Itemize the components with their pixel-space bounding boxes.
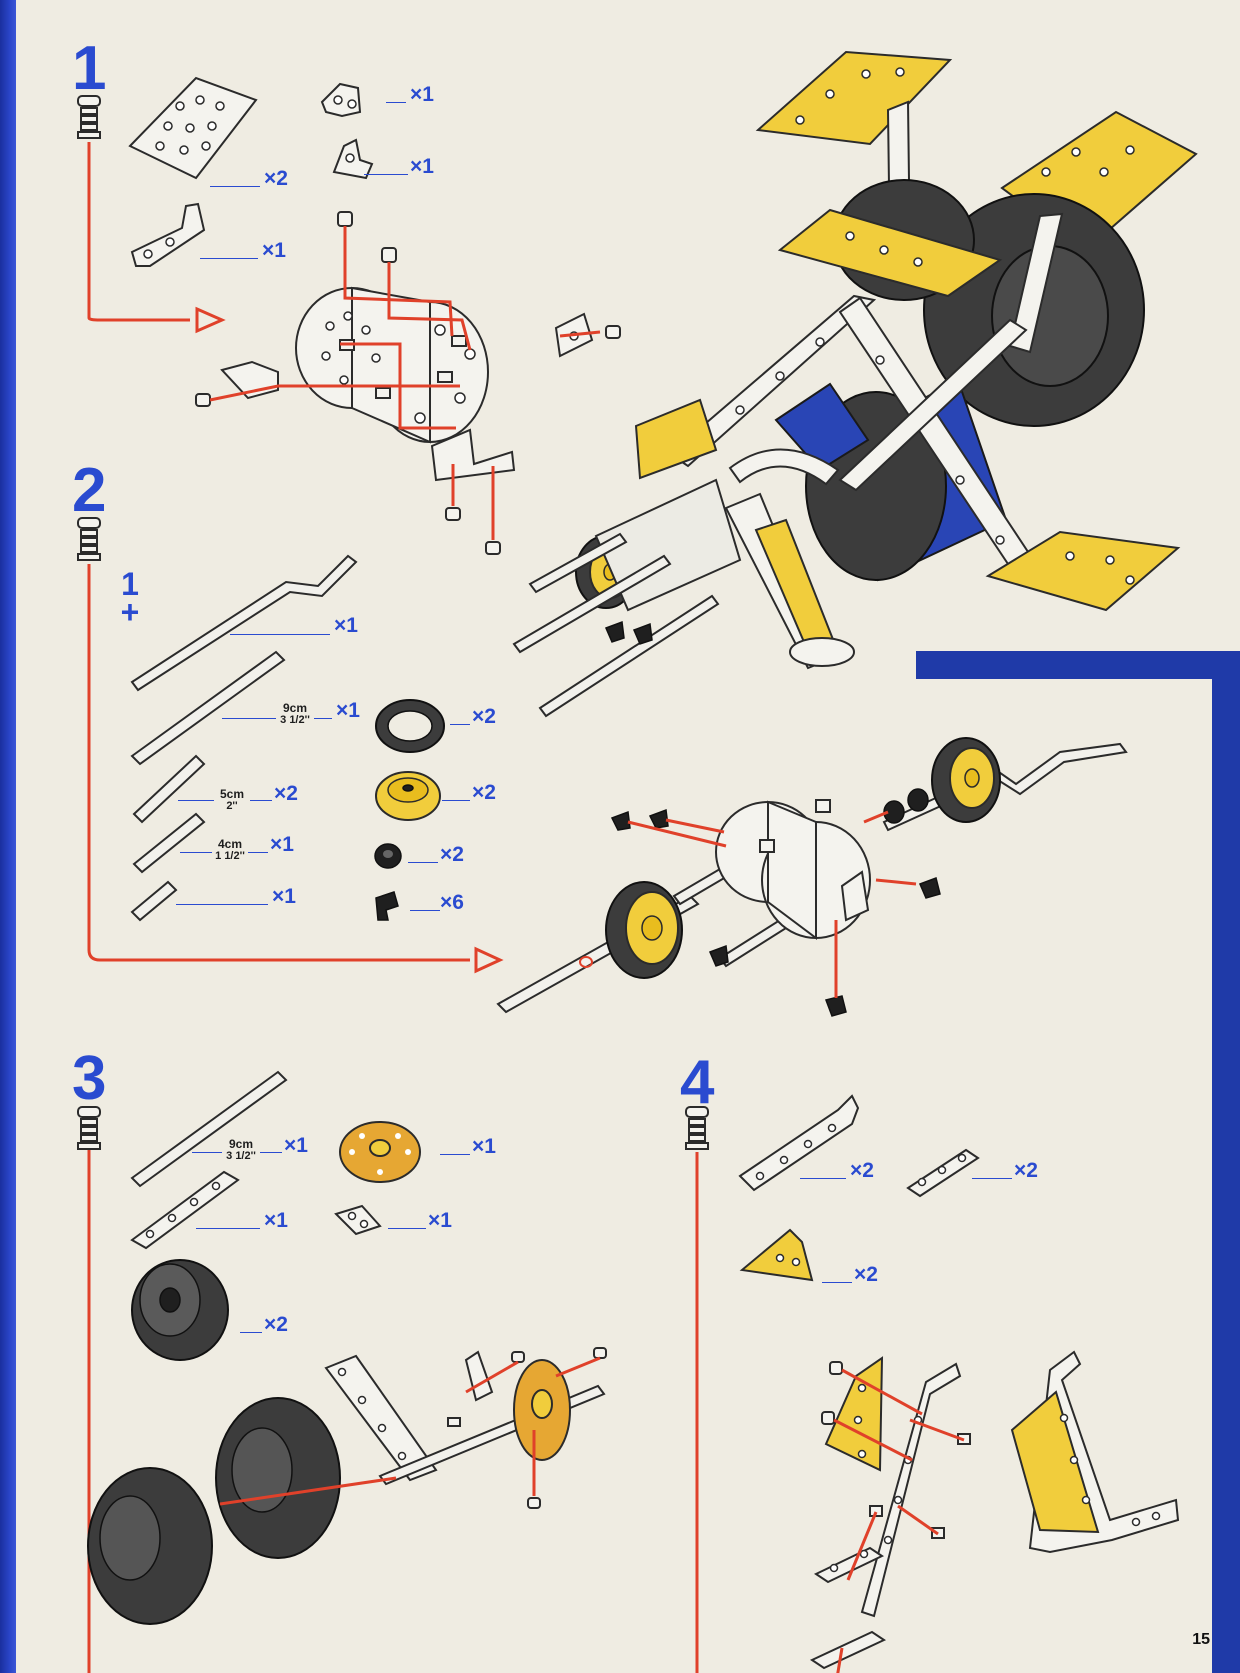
leader-line [260,1152,282,1153]
part-quantity: ×1 [428,1209,452,1232]
blue-band-vertical [1212,651,1240,1673]
wheel-tyre-icon [131,1259,229,1361]
part-quantity: ×1 [410,155,434,178]
angle-bracket-icon [320,82,362,118]
part-quantity: ×2 [264,1313,288,1336]
part-quantity: ×2 [850,1159,874,1182]
step-number: 2 [72,456,107,525]
step3-bolt-icon [77,1106,101,1150]
strip-icon [130,1170,240,1250]
rod-length-inch: 2'' [226,800,238,812]
leader-line [192,1152,222,1153]
step1-bolt-icon [77,95,101,139]
crank-handle-icon [130,554,358,692]
step3-assembly [87,1347,607,1625]
leader-line [176,904,268,905]
small-strip-icon [906,1148,980,1198]
leader-line [314,718,332,719]
leader-line [388,1228,426,1229]
part-quantity: ×2 [440,843,464,866]
leader-line [248,852,268,853]
leader-line [386,102,406,103]
leader-line [822,1282,852,1283]
tyre-ring-icon [375,699,445,753]
step-number: 4 [680,1048,715,1117]
rod-length-cm: 5cm [219,787,245,801]
step4-bolt-icon [685,1106,709,1150]
leader-line [240,1332,262,1333]
leader-line [800,1178,846,1179]
rod-length-inch: 3 1/2'' [226,1150,256,1162]
triangular-plate-icon [739,1228,814,1282]
leader-line [178,800,214,801]
step4-assembly [809,1350,1180,1670]
part-quantity: ×1 [410,83,434,106]
collar-icon [374,843,402,869]
double-hole-strip-icon [334,1204,382,1236]
pulley-wheel-icon [375,771,441,821]
rod-length-cm: 9cm [228,1137,254,1151]
part-quantity: ×1 [334,614,358,637]
part-quantity: ×1 [264,1209,288,1232]
leader-line [196,1228,260,1229]
part-quantity: ×1 [272,885,296,908]
leader-line [440,1154,470,1155]
reversed-angle-bracket-icon [130,202,206,267]
part-quantity: ×2 [472,781,496,804]
part-quantity: ×6 [440,891,464,914]
rod-length-inch: 3 1/2'' [280,714,310,726]
rod-length-inch: 1 1/2'' [215,850,245,862]
leader-line [230,634,330,635]
axle-rod-icon [132,754,206,824]
part-quantity: ×1 [262,239,286,262]
part-quantity: ×2 [854,1263,878,1286]
leader-line [972,1178,1012,1179]
step-number: 1 [72,34,107,103]
step2-assembly [496,737,1128,1017]
double-bracket-icon [332,138,374,180]
leader-line [200,258,258,259]
leader-line [450,724,470,725]
part-quantity: ×1 [336,699,360,722]
axle-rod-icon [130,650,286,766]
blue-band [916,651,1240,679]
part-quantity: ×1 [270,833,294,856]
flat-plate-icon [128,76,258,180]
leader-line [222,718,276,719]
leader-line [410,910,440,911]
leader-line [364,174,408,175]
clip-icon [375,891,399,921]
part-quantity: ×2 [1014,1159,1038,1182]
leader-line [180,852,212,853]
sub-step-reference: 1 + [120,566,140,630]
leader-line [210,186,260,187]
leader-line [442,800,470,801]
step2-bolt-icon [77,517,101,561]
step-number: 3 [72,1044,107,1113]
bush-wheel-icon [339,1121,421,1183]
binding-strip [0,0,16,1673]
angle-girder-icon [738,1094,860,1192]
rod-length-cm: 9cm [282,701,308,715]
part-quantity: ×1 [472,1135,496,1158]
part-quantity: ×1 [284,1134,308,1157]
part-quantity: ×2 [274,782,298,805]
finished-model [512,50,1198,718]
leader-line [250,800,272,801]
leader-line [408,862,438,863]
axle-rod-icon [130,1070,288,1188]
part-quantity: ×2 [264,167,288,190]
page-number: 15 [1192,1631,1210,1648]
axle-rod-icon [132,812,206,874]
part-quantity: ×2 [472,705,496,728]
step1-assembly [195,211,621,555]
rod-length-cm: 4cm [217,837,243,851]
short-rod-icon [130,880,178,922]
